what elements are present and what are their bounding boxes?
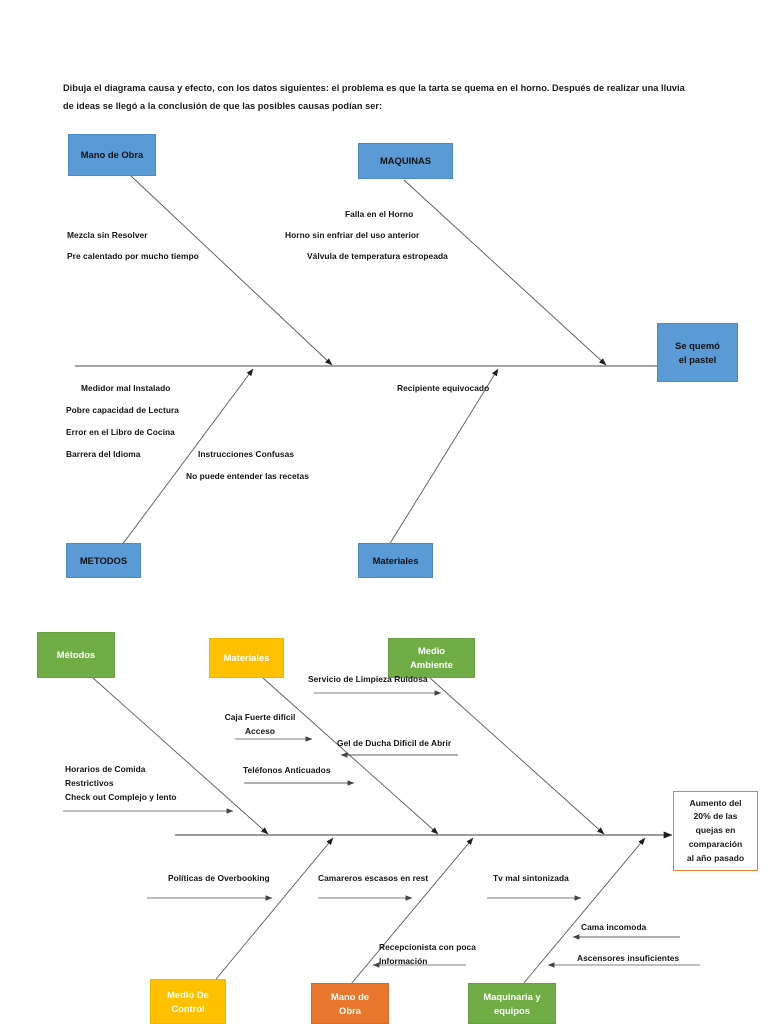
d2-effect-line-4: comparación: [688, 838, 743, 849]
d2-cause-caja-fuerte: Caja Fuerte difícil Acceso: [224, 712, 296, 736]
d2-effect-line-5: al año pasado: [686, 852, 745, 863]
d2-category-maquinaria-equipos-label: Maquinaria y equipos: [483, 990, 541, 1016]
d2-cause-recepcionista: Recepcionista con poca Información: [379, 942, 476, 966]
d1-cause-lectura: Pobre capacidad de Lectura: [66, 405, 180, 415]
d1-cause-falla-horno: Falla en el Horno: [345, 209, 414, 219]
d1-category-mano-de-obra[interactable]: Mano de Obra: [68, 134, 156, 176]
diagram2-bone-metodos: [92, 677, 269, 835]
d1-cause-precalentado: Pre calentado por mucho tiempo: [67, 251, 199, 261]
d2-category-metodos[interactable]: Métodos: [37, 632, 115, 678]
d2-effect-line-1: Aumento del: [689, 797, 742, 808]
d1-cause-mezcla: Mezcla sin Resolver: [67, 230, 148, 240]
d1-cause-recipiente: Recipiente equivocado: [397, 383, 490, 393]
d1-effect-box[interactable]: Se quemó el pastel: [657, 323, 738, 382]
d1-category-metodos[interactable]: METODOS: [66, 543, 141, 578]
d2-cause-cama: Cama incomoda: [581, 922, 647, 932]
d2-category-metodos-label: Métodos: [56, 649, 96, 661]
d2-category-medio-de-control-label: Medio De Control: [167, 988, 209, 1014]
d1-category-materiales-label: Materiales: [372, 554, 419, 566]
d1-cause-recetas: No puede entender las recetas: [186, 471, 309, 481]
d2-cause-tv: Tv mal sintonizada: [493, 873, 569, 883]
d2-cause-camareros: Camareros escasos en rest: [318, 873, 429, 883]
diagram1-bone-mano-de-obra: [130, 175, 333, 366]
d1-category-metodos-label: METODOS: [79, 554, 128, 566]
d2-category-medio-de-control[interactable]: Medio De Control: [150, 979, 226, 1024]
d1-category-mano-de-obra-label: Mano de Obra: [80, 149, 144, 161]
diagram2-bone-medio-de-control: [206, 837, 334, 991]
d1-cause-idioma: Barrera del Idioma: [66, 449, 141, 459]
d2-effect-box[interactable]: Aumento del 20% de las quejas en compara…: [673, 791, 758, 871]
d2-cause-ascensores: Ascensores insuficientes: [577, 953, 680, 963]
diagram2-bone-maquinaria: [517, 837, 646, 991]
d2-category-materiales[interactable]: Materiales: [209, 638, 284, 678]
d2-cause-horarios: Horarios de Comida Restrictivos Check ou…: [65, 764, 177, 802]
d1-cause-libro: Error en el Libro de Cocina: [66, 427, 175, 437]
diagram2-bone-materiales: [262, 677, 439, 835]
d1-category-maquinas[interactable]: MAQUINAS: [358, 143, 453, 179]
d1-effect-label: Se quemó el pastel: [675, 339, 720, 365]
d1-category-maquinas-label: MAQUINAS: [379, 155, 432, 167]
d1-cause-valvula: Válvula de temperatura estropeada: [307, 251, 448, 261]
d2-cause-gel-ducha: Gel de Ducha Difícil de Abrir: [337, 738, 452, 748]
d2-category-mano-de-obra-label: Mano de Obra: [330, 990, 370, 1016]
d2-category-mano-de-obra[interactable]: Mano de Obra: [311, 983, 389, 1024]
d2-category-medio-ambiente[interactable]: Medio Ambiente: [388, 638, 475, 678]
d2-category-maquinaria-equipos[interactable]: Maquinaria y equipos: [468, 983, 556, 1024]
d1-cause-instrucciones: Instrucciones Confusas: [198, 449, 295, 459]
diagram1-bone-maquinas: [403, 179, 607, 366]
d1-cause-medidor: Medidor mal Instalado: [81, 383, 171, 393]
d2-effect-line-2: 20% de las: [693, 811, 738, 822]
d2-category-medio-ambiente-label: Medio Ambiente: [410, 645, 453, 670]
d2-effect-line-3: quejas en: [695, 825, 736, 836]
d2-cause-telefonos: Teléfonos Anticuados: [243, 765, 331, 775]
d2-category-materiales-label: Materiales: [223, 652, 270, 664]
intro-paragraph: Dibuja el diagrama causa y efecto, con l…: [63, 83, 685, 111]
d1-cause-horno-enfriar: Horno sin enfriar del uso anterior: [285, 230, 420, 240]
diagram2-bone-medio-ambiente: [429, 677, 605, 835]
d2-cause-overbooking: Políticas de Overbooking: [168, 873, 270, 883]
d2-cause-limpieza: Servicio de Limpieza Ruidosa: [308, 674, 428, 684]
d1-category-materiales[interactable]: Materiales: [358, 543, 433, 578]
